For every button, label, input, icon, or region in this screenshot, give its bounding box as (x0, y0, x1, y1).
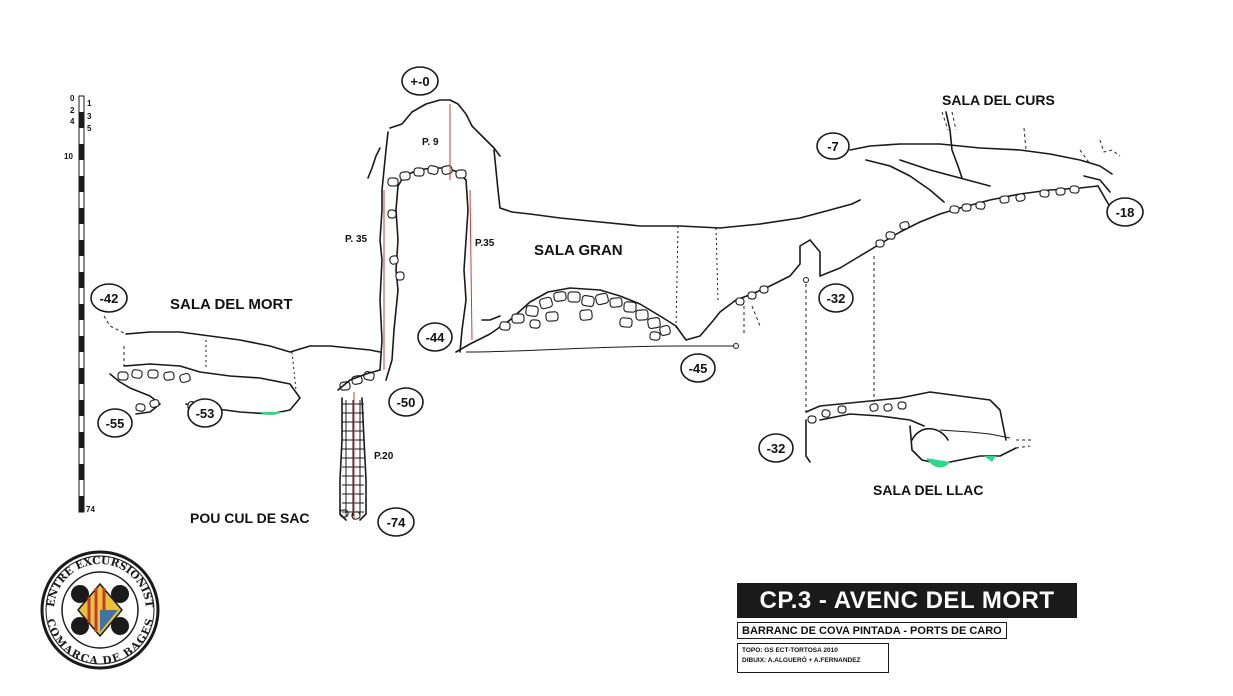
svg-text:+-0: +-0 (410, 74, 429, 89)
depth-markers: +-0 -7 -18 -32 -32 -42 -44 -45 (90, 66, 1144, 537)
depth-marker-entrance: +-0 (401, 66, 439, 96)
scale-tick-74: 74 (86, 505, 95, 514)
scale-tick-3: 3 (87, 112, 92, 121)
depth-marker-50: -50 (388, 387, 424, 417)
depth-marker-7: -7 (816, 132, 850, 160)
label-pitch-p35-right: P.35 (475, 238, 495, 249)
label-sala-del-mort: SALA DEL MORT (170, 296, 293, 313)
svg-text:-32: -32 (767, 441, 786, 456)
depth-marker-53: -53 (187, 398, 223, 428)
depth-marker-44: -44 (417, 322, 453, 352)
svg-text:-18: -18 (1116, 205, 1135, 220)
clover-icon (71, 585, 129, 635)
label-pitch-p20: P.20 (374, 451, 394, 462)
scale-tick-1: 1 (87, 99, 92, 108)
survey-credits: TOPO: GS ECT-TORTOSA 2010 DIBUIX: A.ALGU… (737, 643, 889, 673)
label-sala-gran: SALA GRAN (534, 242, 623, 259)
vertical-scale-bar: 0 2 4 10 1 3 5 74 (64, 94, 95, 514)
depth-marker-32-bottom: -32 (758, 433, 794, 463)
survey-title-box: CP.3 - AVENC DEL MORT (737, 583, 1077, 618)
svg-text:-50: -50 (397, 395, 416, 410)
scale-tick-5: 5 (87, 124, 92, 133)
scale-tick-2: 2 (70, 106, 75, 115)
svg-text:-45: -45 (689, 361, 708, 376)
shield-icon (77, 582, 123, 638)
depth-marker-45: -45 (680, 353, 716, 383)
svg-text:-7: -7 (827, 139, 839, 154)
depth-marker-55: -55 (97, 408, 133, 438)
cave-passages (103, 99, 1121, 521)
scale-tick-0: 0 (70, 94, 75, 103)
survey-subtitle: BARRANC DE COVA PINTADA - PORTS DE CARO (737, 622, 1007, 639)
club-logo: CENTRE EXCURSIONISTA COMARCA DE BAGES (40, 550, 160, 670)
svg-text:-55: -55 (106, 416, 125, 431)
scale-tick-4: 4 (70, 117, 75, 126)
label-sala-del-llac: SALA DEL LLAC (873, 482, 983, 498)
scale-tick-10: 10 (64, 152, 73, 161)
label-pitch-p35-left: P. 35 (345, 234, 367, 245)
svg-text:-32: -32 (827, 291, 846, 306)
depth-marker-32-top: -32 (818, 283, 854, 313)
depth-marker-74: -74 (377, 507, 415, 537)
credit-topo: TOPO: GS ECT-TORTOSA 2010 (742, 647, 838, 654)
svg-text:-42: -42 (100, 291, 119, 306)
depth-marker-42: -42 (90, 283, 128, 313)
svg-text:-74: -74 (387, 515, 407, 530)
svg-text:-53: -53 (196, 406, 215, 421)
survey-title: CP.3 - AVENC DEL MORT (759, 587, 1055, 614)
depth-marker-18: -18 (1106, 197, 1144, 227)
svg-text:-44: -44 (426, 330, 446, 345)
label-sala-del-curs: SALA DEL CURS (942, 92, 1055, 108)
chamber-labels: SALA DEL MORT SALA GRAN SALA DEL CURS SA… (170, 92, 1055, 526)
credit-dibuix: DIBUIX: A.ALGUERÓ + A.FERNANDEZ (742, 657, 861, 664)
label-pitch-p9: P. 9 (422, 137, 439, 148)
label-pou-cul-de-sac: POU CUL DE SAC (190, 510, 310, 526)
